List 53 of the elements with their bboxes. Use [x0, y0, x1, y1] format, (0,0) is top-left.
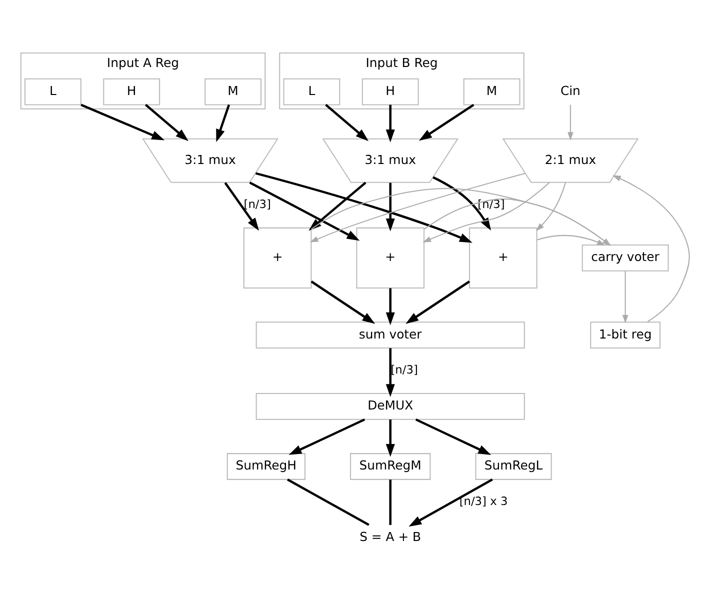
- arrow: [386, 182, 395, 231]
- arrow: [311, 188, 611, 246]
- arrow: [310, 172, 526, 242]
- arrow: [255, 172, 472, 242]
- node-box: L: [24, 78, 82, 105]
- arrow: [408, 478, 493, 526]
- arrow: [249, 181, 360, 240]
- arrow: [308, 181, 366, 230]
- node-box: H: [362, 78, 419, 105]
- arrow: [419, 103, 474, 140]
- node-text: S = A + B: [360, 528, 422, 544]
- node-box: SumRegH: [226, 452, 306, 480]
- node-box: sum voter: [256, 321, 525, 348]
- arrow: [386, 288, 395, 325]
- node-box: +: [356, 226, 425, 288]
- arrow: [216, 104, 230, 142]
- edge-label: [n/3]: [478, 196, 505, 211]
- arrow: [288, 418, 366, 454]
- arrow: [432, 176, 492, 230]
- arrow: [536, 234, 606, 246]
- node-box: SumRegM: [350, 452, 431, 480]
- node-box: carry voter: [582, 244, 669, 271]
- arrow: [415, 418, 492, 454]
- node-box: +: [469, 226, 538, 288]
- node-box: +: [243, 226, 312, 288]
- arrow: [310, 280, 376, 324]
- connector: [389, 479, 392, 524]
- arrow: [406, 280, 470, 324]
- arrow: [424, 198, 611, 246]
- arrow: [80, 103, 165, 140]
- arrow: [386, 104, 395, 142]
- arrow: [622, 270, 628, 323]
- node-box: L: [283, 78, 340, 105]
- connector: [286, 478, 370, 526]
- node-box: M: [204, 78, 262, 105]
- node-box: M: [463, 78, 520, 105]
- edge-label: [n/3] x 3: [459, 494, 508, 508]
- node-text: Cin: [560, 82, 580, 98]
- arrow: [144, 103, 188, 141]
- arrow: [568, 104, 574, 140]
- arrow: [536, 182, 566, 231]
- edge-label: [n/3]: [244, 196, 271, 211]
- arrow: [224, 182, 260, 230]
- arrow: [386, 348, 395, 396]
- arrow: [325, 103, 369, 141]
- node-box: SumRegL: [475, 452, 552, 480]
- arrow: [386, 419, 395, 456]
- edge-label: [n/3]: [390, 362, 418, 376]
- arrow: [422, 182, 550, 242]
- node-box: 1-bit reg: [590, 321, 660, 348]
- arrow: [612, 174, 690, 322]
- node-box: H: [103, 78, 160, 105]
- node-box: DeMUX: [256, 392, 525, 420]
